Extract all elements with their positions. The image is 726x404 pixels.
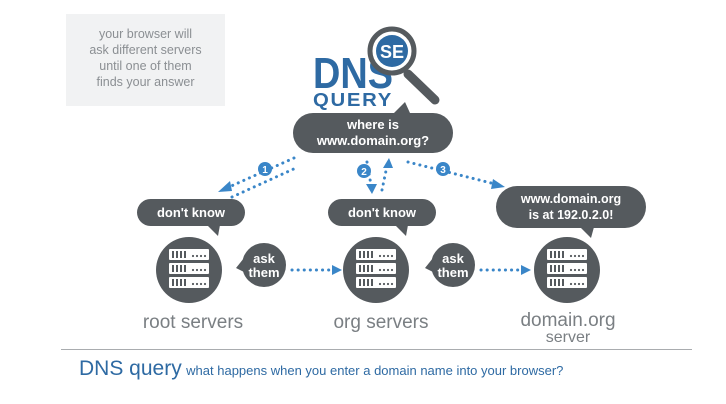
ask-line: them xyxy=(437,265,468,280)
caption: DNS query what happens when you enter a … xyxy=(79,357,563,381)
step-badge-2: 2 xyxy=(357,164,371,178)
org-server-icon xyxy=(343,237,409,303)
arrow-head-root-to-org xyxy=(332,265,342,275)
response-line: don't know xyxy=(348,205,417,220)
server-label: domain.org xyxy=(520,310,615,331)
info-note-text: your browser will ask different servers … xyxy=(66,26,225,90)
note-line: your browser will xyxy=(98,27,193,41)
ask-line: ask xyxy=(442,251,464,266)
arrow-head-back-org xyxy=(383,158,393,168)
arrow-head-root xyxy=(218,181,232,192)
root-server-icon xyxy=(156,237,222,303)
step-badge-3: 3 xyxy=(436,162,450,176)
logo-badge: SE xyxy=(380,42,404,62)
arrow-head-org-to-domain xyxy=(521,265,531,275)
arrow-back-from-root xyxy=(230,165,300,199)
arrow-to-domain xyxy=(406,160,497,186)
step-number: 3 xyxy=(440,165,446,176)
handoff-arrows xyxy=(290,265,531,275)
response-bubble-org: don't know xyxy=(328,199,436,236)
response-line: don't know xyxy=(157,205,226,220)
response-line: is at 192.0.2.0! xyxy=(529,208,614,222)
query-line: www.domain.org? xyxy=(316,133,429,148)
caption-title: DNS query xyxy=(79,357,182,380)
server-label: root servers xyxy=(143,312,243,333)
response-bubble-root: don't know xyxy=(137,199,245,236)
note-line: until one of them xyxy=(99,59,192,73)
arrow-head-domain xyxy=(491,179,505,189)
ask-line: them xyxy=(248,265,279,280)
note-line: ask different servers xyxy=(89,43,202,57)
caption-subtitle: what happens when you enter a domain nam… xyxy=(186,363,564,378)
step-number: 1 xyxy=(262,165,268,176)
divider-line xyxy=(61,349,692,350)
response-line: www.domain.org xyxy=(520,192,621,206)
query-line: where is xyxy=(346,117,399,132)
arrow-head-org xyxy=(366,184,377,194)
server-label: org servers xyxy=(333,312,428,333)
note-line: finds your answer xyxy=(96,75,195,89)
dns-query-logo: DNS QUERY SE xyxy=(313,26,440,110)
info-note-box xyxy=(66,14,225,106)
server-label: server xyxy=(546,329,591,346)
magnifier-icon: SE xyxy=(367,26,440,105)
ask-bubble-root: ask them xyxy=(236,243,286,287)
ask-bubble-org: ask them xyxy=(425,243,475,287)
query-bubble: where is www.domain.org? xyxy=(293,102,453,153)
domain-server-icon xyxy=(534,237,600,303)
logo-sub: QUERY xyxy=(313,90,393,110)
step-badge-1: 1 xyxy=(258,162,272,176)
step-number: 2 xyxy=(361,167,367,178)
response-bubble-domain: www.domain.org is at 192.0.2.0! xyxy=(496,186,646,238)
arrow-back-from-org xyxy=(380,164,389,192)
ask-line: ask xyxy=(253,251,275,266)
